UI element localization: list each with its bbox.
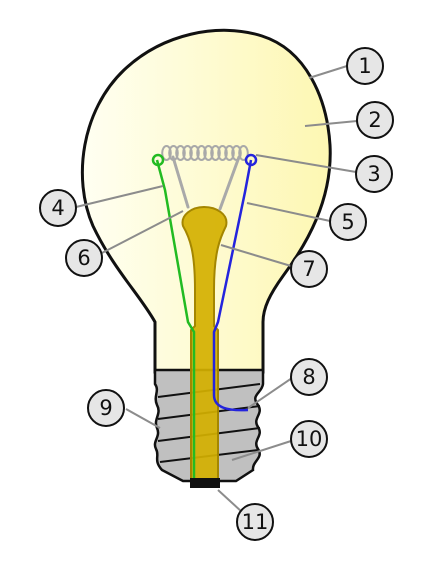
filament-coil (161, 145, 249, 161)
callout-10: 10 (290, 420, 328, 458)
lead-in-wire-left (155, 159, 196, 482)
filament-turn (210, 145, 221, 161)
callout-label: 11 (242, 510, 269, 534)
callout-8: 8 (290, 358, 328, 396)
filament-turn (189, 145, 200, 161)
filament-turn (217, 145, 228, 161)
callout-label: 5 (341, 210, 354, 234)
leader-2 (304, 120, 358, 127)
support-wire-right (218, 155, 241, 211)
filament-turn (175, 145, 186, 161)
callout-label: 3 (367, 162, 380, 186)
leader-5 (246, 202, 331, 222)
callout-7: 7 (290, 250, 328, 288)
callout-label: 7 (302, 257, 315, 281)
callout-label: 9 (99, 396, 112, 420)
callout-5: 5 (329, 203, 367, 241)
leader-6 (97, 210, 184, 256)
support-wires (171, 155, 241, 211)
filament-turn (168, 145, 179, 161)
leader-10 (231, 440, 292, 461)
foot-contact (190, 478, 220, 488)
callout-leaders (75, 65, 358, 513)
filament-turn (238, 145, 249, 161)
leader-4 (75, 185, 164, 208)
filament-turn (203, 145, 214, 161)
leader-11 (217, 489, 243, 513)
callout-3: 3 (355, 155, 393, 193)
callouts: 1 2 3 4 5 6 7 8 (39, 47, 394, 541)
support-wire-left (171, 155, 190, 209)
callout-11: 11 (236, 503, 274, 541)
callout-4: 4 (39, 189, 77, 227)
callout-label: 2 (368, 108, 381, 132)
lead-in-wire-right (212, 159, 253, 412)
filament-turn (231, 145, 242, 161)
callout-label: 1 (358, 54, 371, 78)
leader-3 (255, 154, 357, 173)
callout-label: 8 (302, 365, 315, 389)
leader-7 (220, 244, 292, 267)
callout-label: 6 (77, 246, 90, 270)
filament-end-left (151, 153, 165, 167)
filament-turn (224, 145, 235, 161)
callout-6: 6 (65, 239, 103, 277)
leader-8 (247, 377, 293, 409)
callout-label: 4 (51, 196, 64, 220)
filament-end-right (244, 153, 258, 167)
leader-9 (125, 408, 161, 429)
leader-1 (308, 65, 348, 79)
filament-turn (161, 145, 172, 161)
filament-turn (196, 145, 207, 161)
callout-1: 1 (346, 47, 384, 85)
callout-9: 9 (87, 389, 125, 427)
filament-turn (182, 145, 193, 161)
callout-2: 2 (356, 101, 394, 139)
callout-label: 10 (296, 427, 323, 451)
